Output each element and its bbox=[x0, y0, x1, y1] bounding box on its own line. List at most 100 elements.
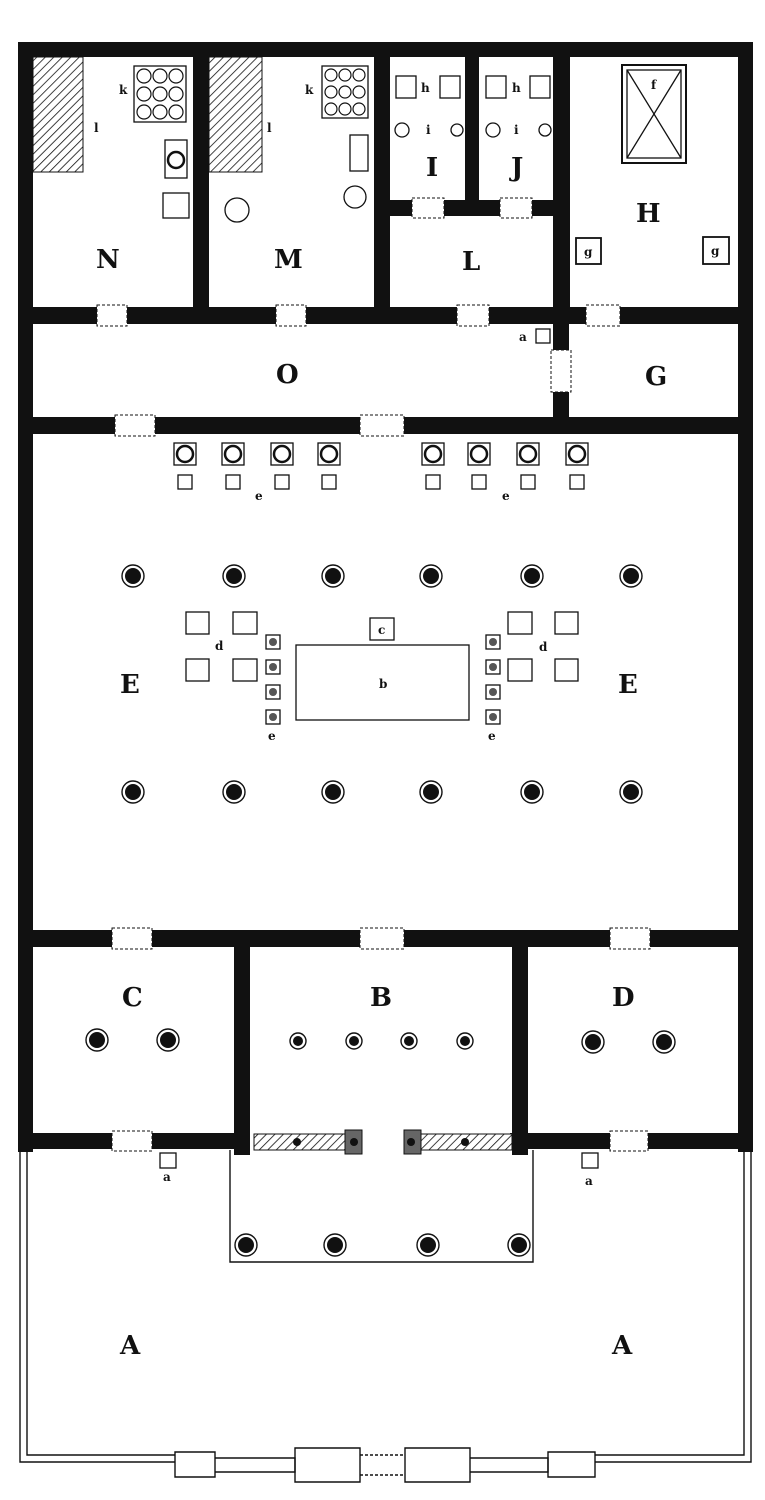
stool-top-3 bbox=[274, 474, 290, 490]
room-label-n: N bbox=[96, 245, 120, 275]
jar-n-0-2 bbox=[168, 68, 184, 84]
stool-top-8 bbox=[569, 474, 585, 490]
jar-n-1-0 bbox=[136, 86, 152, 102]
mark-k-m: k bbox=[305, 83, 314, 97]
stool-top-7 bbox=[520, 474, 536, 490]
room-label-b: B bbox=[370, 983, 392, 1013]
mark-h-j: h bbox=[512, 81, 521, 95]
stool-top-1 bbox=[177, 474, 193, 490]
box-g-left bbox=[575, 237, 602, 265]
jar-n-2-0 bbox=[136, 104, 152, 120]
seats bbox=[173, 442, 589, 725]
jar-n-2-2 bbox=[168, 104, 184, 120]
outer-wall-left bbox=[18, 42, 33, 1152]
door-e-o-1 bbox=[114, 414, 156, 437]
jar-m-0-1 bbox=[338, 68, 352, 82]
mark-c: c bbox=[378, 623, 385, 637]
room-label-e-right: E bbox=[618, 670, 638, 700]
door-c-a bbox=[111, 1130, 153, 1152]
seat-top-6 bbox=[467, 442, 491, 466]
mark-k-n: k bbox=[119, 83, 128, 97]
door-j bbox=[499, 197, 533, 219]
jar-m-1-2 bbox=[352, 85, 366, 99]
mark-l-m: l bbox=[267, 121, 272, 135]
altar-f bbox=[621, 64, 687, 164]
mark-i-j: i bbox=[514, 123, 519, 137]
door-o-g bbox=[550, 349, 572, 393]
mark-a-left-sq bbox=[159, 1152, 177, 1169]
jar-m-2-1 bbox=[338, 102, 352, 116]
mark-a-left: a bbox=[163, 1170, 171, 1184]
column-b-1 bbox=[289, 1032, 307, 1050]
room-label-o: O bbox=[276, 360, 299, 390]
seat-top-7 bbox=[516, 442, 540, 466]
column-b-3 bbox=[400, 1032, 418, 1050]
seat-top-3 bbox=[270, 442, 294, 466]
rect-m bbox=[349, 134, 369, 172]
outer-wall-top bbox=[18, 42, 753, 57]
round-box-n bbox=[164, 139, 188, 179]
column-hall-bottom-5 bbox=[520, 780, 544, 804]
column-c-2 bbox=[156, 1028, 180, 1052]
seat-top-1 bbox=[173, 442, 197, 466]
mark-e-top-left: e bbox=[255, 489, 263, 503]
seat-top-8 bbox=[565, 442, 589, 466]
jar-n-0-1 bbox=[152, 68, 168, 84]
door-e-o-2 bbox=[359, 414, 405, 437]
room-label-j: J bbox=[509, 153, 523, 183]
jar-n-1-1 bbox=[152, 86, 168, 102]
column-hall-bottom-4 bbox=[419, 780, 443, 804]
jar-m-2-0 bbox=[324, 102, 338, 116]
mark-e-top-right: e bbox=[502, 489, 510, 503]
basin-b bbox=[295, 644, 470, 721]
forecourt-walls bbox=[19, 1150, 752, 1483]
jar-n-1-2 bbox=[168, 86, 184, 102]
room-label-a-right: A bbox=[611, 1331, 633, 1361]
column-hall-bottom-6 bbox=[619, 780, 643, 804]
seat-top-4 bbox=[317, 442, 341, 466]
jar-m-1-0 bbox=[324, 85, 338, 99]
stool-top-5 bbox=[425, 474, 441, 490]
column-c-1 bbox=[85, 1028, 109, 1052]
jar-grids bbox=[136, 68, 366, 120]
outer-wall-right bbox=[738, 42, 753, 1152]
jar-n-0-0 bbox=[136, 68, 152, 84]
column-b-2 bbox=[345, 1032, 363, 1050]
mark-i-i: i bbox=[426, 123, 431, 137]
mark-a-right: a bbox=[585, 1174, 593, 1188]
mark-b: b bbox=[379, 677, 387, 691]
seat-top-2 bbox=[221, 442, 245, 466]
stool-top-2 bbox=[225, 474, 241, 490]
column-hall-top-2 bbox=[222, 564, 246, 588]
column-hall-top-5 bbox=[520, 564, 544, 588]
hatched-block-n bbox=[32, 56, 84, 173]
mark-f: f bbox=[651, 78, 657, 92]
grid-k-n bbox=[133, 65, 187, 123]
column-hall-bottom-2 bbox=[222, 780, 246, 804]
door-e-d bbox=[609, 927, 651, 950]
stool-top-4 bbox=[321, 474, 337, 490]
column-hall-top-3 bbox=[321, 564, 345, 588]
room-label-g: G bbox=[645, 362, 667, 392]
room-label-c: C bbox=[122, 983, 143, 1013]
grid-k-m bbox=[321, 65, 369, 119]
column-hall-bottom-3 bbox=[321, 780, 345, 804]
room-label-a-left: A bbox=[119, 1331, 141, 1361]
column-d-2 bbox=[652, 1030, 676, 1054]
jar-m-1-1 bbox=[338, 85, 352, 99]
door-m bbox=[275, 304, 307, 327]
jar-m-0-2 bbox=[352, 68, 366, 82]
mark-e-mid-left: e bbox=[268, 729, 276, 743]
hatched-areas bbox=[32, 56, 513, 1155]
box-g-right bbox=[702, 236, 730, 265]
column-portico-4 bbox=[507, 1233, 531, 1257]
column-portico-2 bbox=[323, 1233, 347, 1257]
room-label-l: L bbox=[462, 247, 480, 277]
room-label-e-left: E bbox=[120, 670, 140, 700]
column-hall-top-4 bbox=[419, 564, 443, 588]
mark-g-left: g bbox=[584, 245, 593, 259]
jar-n-2-1 bbox=[152, 104, 168, 120]
door-e-c bbox=[111, 927, 153, 950]
doorways bbox=[96, 197, 651, 1152]
